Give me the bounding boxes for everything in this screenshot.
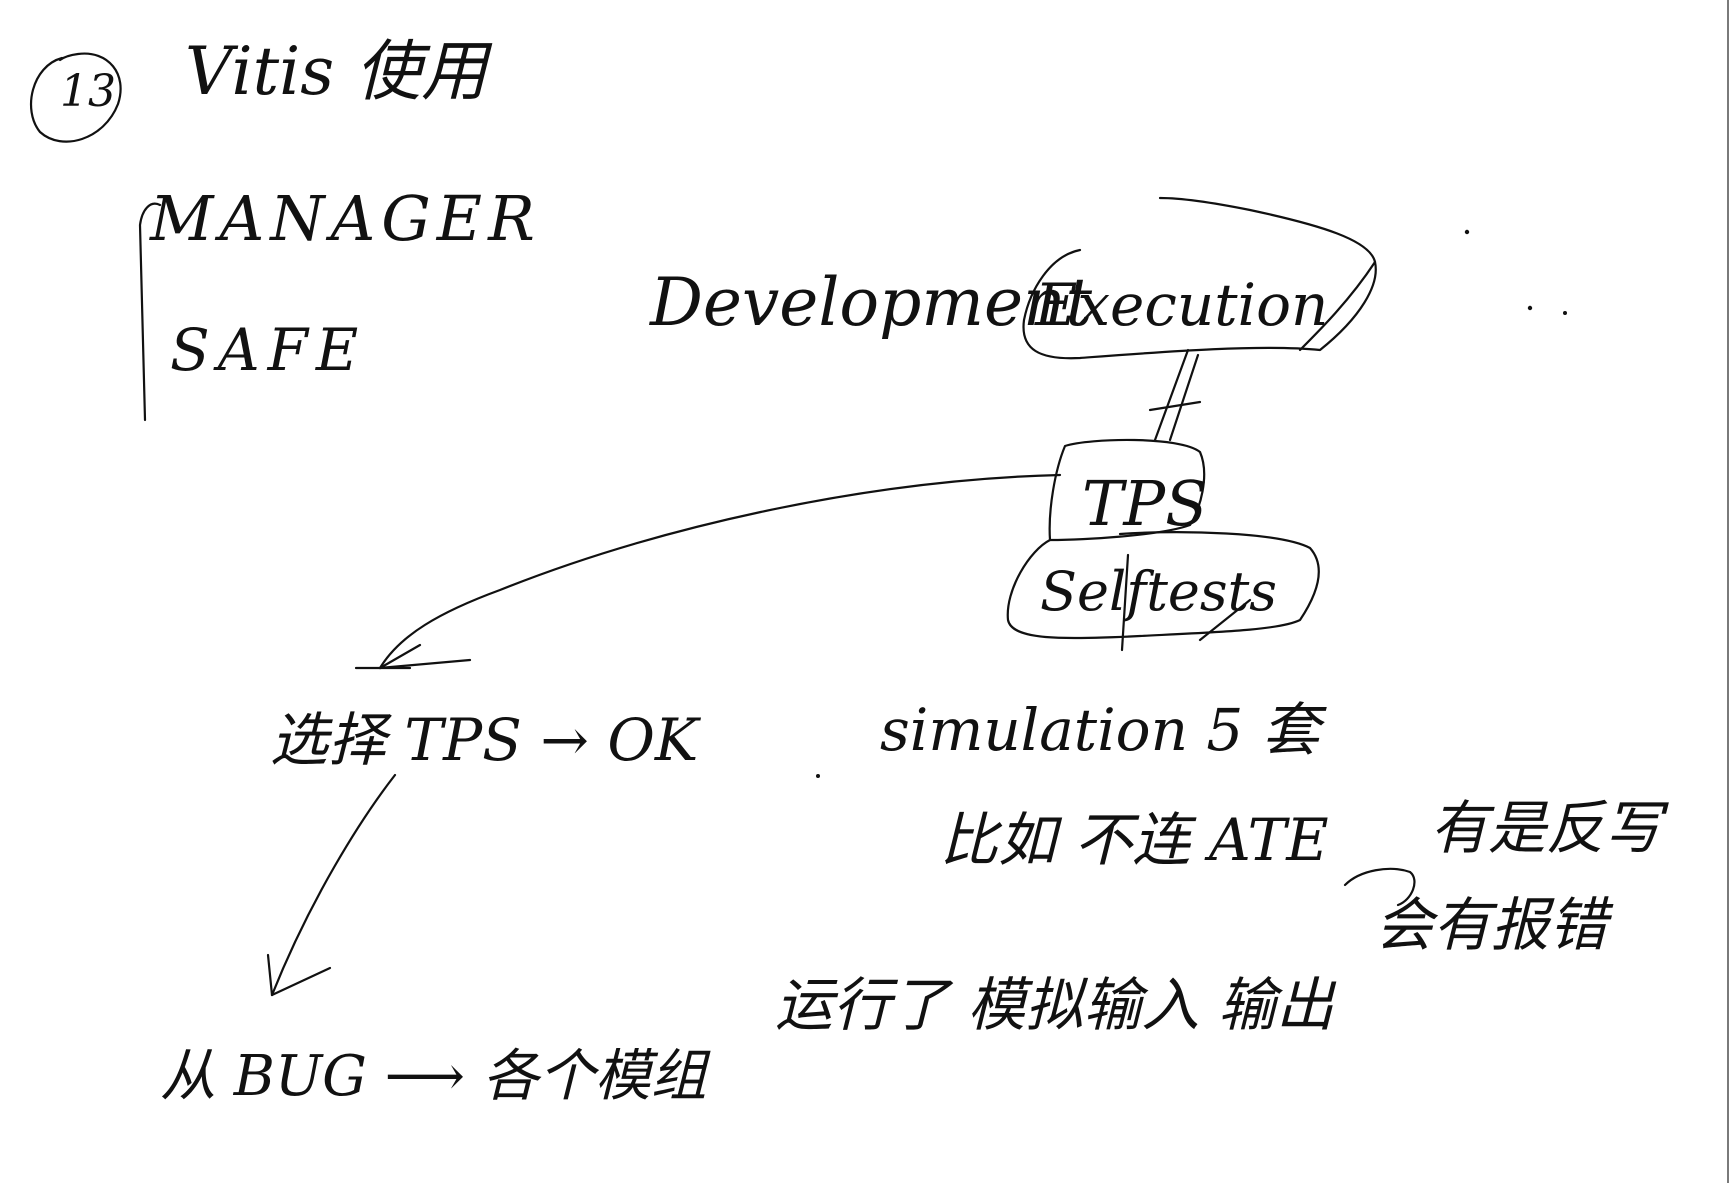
line-bug: 从 BUG ⟶ 各个模组: [160, 1044, 711, 1109]
heading: Vitis 使用: [185, 33, 493, 110]
execution-group: Execution: [1022, 196, 1377, 360]
left-item-1: SAFE: [170, 316, 366, 384]
page-number-circle: 13: [29, 52, 122, 143]
arrow-select-to-bug: [266, 773, 397, 997]
stray-dot-1: [1464, 229, 1470, 235]
tps-box: TPS: [1048, 438, 1208, 542]
page-edge: [1727, 0, 1729, 1183]
selftests-box: Selftests: [1006, 531, 1320, 652]
stray-dot-2: [1527, 305, 1533, 311]
page-number: 13: [60, 66, 116, 117]
development-label: Development: [649, 264, 1093, 341]
line-simulation: simulation 5 套: [880, 696, 1328, 764]
stray-dot-3: [1563, 311, 1567, 315]
stray-dot-4: [816, 774, 820, 778]
line-error: 会有报错: [1375, 891, 1614, 959]
left-item-0: MANAGER: [149, 182, 541, 255]
tps-label: TPS: [1082, 467, 1208, 540]
left-bracket: [138, 202, 162, 422]
arrow-tps-to-select: [354, 473, 1062, 670]
selftests-label: Selftests: [1040, 560, 1277, 623]
heading-text: Vitis 使用: [185, 33, 493, 110]
execution-label: Execution: [1034, 271, 1328, 339]
connector-hash: [1148, 348, 1202, 442]
line-select-tps: 选择 TPS → OK: [270, 706, 702, 774]
line-example: 比如 不连 ATE: [940, 806, 1329, 874]
line-run: 运行了 模拟输入 输出: [775, 971, 1337, 1039]
line-reverse: 有是反写: [1430, 794, 1669, 862]
hook-mark: [1343, 867, 1416, 907]
